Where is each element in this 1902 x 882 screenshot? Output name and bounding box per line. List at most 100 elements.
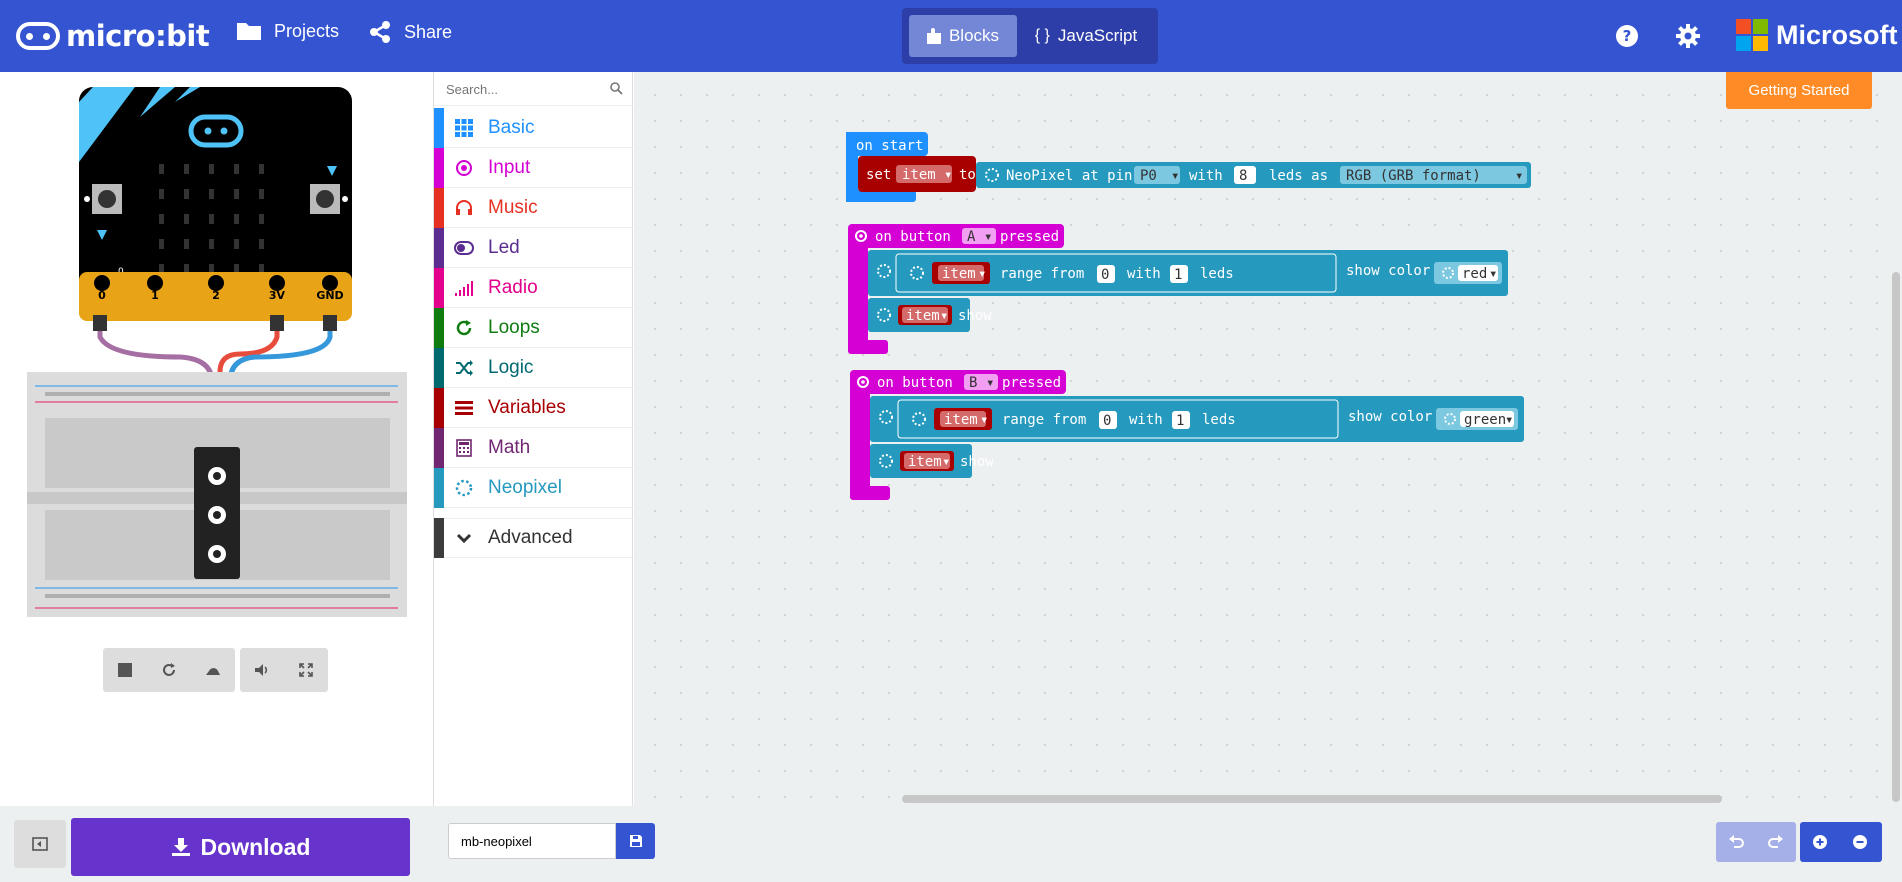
blocks-tab-label: Blocks bbox=[948, 26, 1000, 45]
button-b-dropdown[interactable]: B bbox=[969, 375, 977, 391]
zoom-out-button[interactable] bbox=[1840, 822, 1880, 862]
restart-button[interactable] bbox=[147, 648, 191, 692]
slow-mo-button[interactable] bbox=[191, 648, 235, 692]
simulator-controls bbox=[103, 648, 235, 692]
category-label: Neopixel bbox=[488, 476, 562, 498]
microsoft-label: Microsoft bbox=[1776, 19, 1898, 50]
on-button-b-block[interactable]: on button B ▾ pressed item ▾ range from … bbox=[850, 370, 1524, 500]
blocks-tab[interactable]: Blocks bbox=[909, 15, 1017, 57]
range-count-input[interactable]: 1 bbox=[1176, 413, 1184, 429]
folder-icon bbox=[237, 23, 261, 40]
redo-button[interactable] bbox=[1756, 822, 1796, 862]
category-variables[interactable]: Variables bbox=[434, 387, 633, 428]
on-start-block[interactable]: on start set item ▾ to NeoPixel at pin P… bbox=[846, 132, 1531, 202]
category-label: Input bbox=[488, 156, 531, 178]
getting-started-button[interactable]: Getting Started bbox=[1726, 72, 1872, 109]
on-button-label: on button bbox=[877, 375, 953, 391]
range-var-dropdown[interactable]: item bbox=[942, 266, 976, 282]
button-a-dropdown[interactable]: A bbox=[967, 229, 976, 245]
category-basic[interactable]: Basic bbox=[434, 107, 633, 148]
share-button[interactable]: Share bbox=[368, 20, 452, 44]
range-count-input[interactable]: 1 bbox=[1174, 267, 1182, 283]
category-advanced[interactable]: Advanced bbox=[434, 518, 633, 558]
category-color-bar bbox=[434, 467, 444, 508]
to-label: to bbox=[959, 167, 976, 183]
horizontal-scrollbar[interactable] bbox=[902, 795, 1722, 803]
category-color-bar bbox=[434, 227, 444, 268]
undo-icon bbox=[1729, 835, 1744, 848]
undo-button[interactable] bbox=[1716, 822, 1756, 862]
category-led[interactable]: Led bbox=[434, 227, 633, 268]
category-color-bar bbox=[434, 518, 444, 558]
pin-gnd-label: GND bbox=[316, 289, 343, 302]
project-name-input[interactable] bbox=[448, 823, 616, 859]
share-label: Share bbox=[404, 21, 453, 42]
show-label: show bbox=[960, 454, 994, 470]
neopixel-icon bbox=[985, 168, 999, 182]
pressed-label: pressed bbox=[1000, 229, 1059, 245]
snail-icon bbox=[206, 668, 220, 675]
projects-label: Projects bbox=[274, 20, 340, 41]
category-input[interactable]: Input bbox=[434, 147, 633, 188]
pressed-label: pressed bbox=[1002, 375, 1061, 391]
header-bar: micro:bit Projects Share Blocks { } Java… bbox=[0, 0, 1902, 72]
microbit-simulator[interactable]: 0 0 1 2 3V GND bbox=[0, 72, 433, 632]
dropdown-arrow-icon: ▾ bbox=[942, 454, 950, 470]
show-var-dropdown[interactable]: item bbox=[906, 308, 940, 324]
javascript-tab-label: JavaScript bbox=[1057, 26, 1138, 45]
range-from-input[interactable]: 0 bbox=[1103, 413, 1111, 429]
dropdown-arrow-icon: ▾ bbox=[980, 412, 988, 428]
range-from-input[interactable]: 0 bbox=[1101, 267, 1109, 283]
projects-button[interactable]: Projects bbox=[236, 20, 339, 42]
neopixel-icon bbox=[879, 410, 893, 424]
gear-icon[interactable] bbox=[1676, 24, 1700, 48]
search-icon[interactable] bbox=[610, 82, 623, 95]
dropdown-arrow-icon: ▾ bbox=[986, 375, 994, 391]
javascript-tab[interactable]: { } JavaScript bbox=[1022, 15, 1150, 57]
category-music[interactable]: Music bbox=[434, 187, 633, 228]
editor-mode-toggle: Blocks { } JavaScript bbox=[902, 8, 1158, 64]
collapse-simulator-button[interactable] bbox=[14, 820, 66, 868]
mode-dropdown[interactable]: RGB (GRB format) bbox=[1346, 168, 1481, 184]
app-name: micro:bit bbox=[66, 19, 210, 53]
neopixel-icon bbox=[454, 478, 474, 498]
category-label: Variables bbox=[488, 396, 566, 418]
help-icon[interactable]: ? bbox=[1615, 24, 1639, 48]
with-label: with bbox=[1127, 266, 1161, 282]
category-radio[interactable]: Radio bbox=[434, 267, 633, 308]
category-color-bar bbox=[434, 267, 444, 308]
microsoft-logo[interactable]: Microsoft bbox=[1736, 19, 1898, 51]
leds-label: leds bbox=[1200, 266, 1234, 282]
vertical-scrollbar[interactable] bbox=[1892, 272, 1900, 802]
signal-icon bbox=[454, 278, 474, 298]
fullscreen-button[interactable] bbox=[284, 648, 328, 692]
category-math[interactable]: Math bbox=[434, 427, 633, 468]
save-button[interactable] bbox=[616, 823, 655, 859]
download-button[interactable]: Download bbox=[71, 818, 410, 876]
neopixel-icon bbox=[877, 308, 891, 322]
zoom-in-button[interactable] bbox=[1800, 822, 1840, 862]
category-loops[interactable]: Loops bbox=[434, 307, 633, 348]
range-var-dropdown[interactable]: item bbox=[944, 412, 978, 428]
blocks-workspace[interactable]: Getting Started on start set item ▾ to N… bbox=[634, 72, 1902, 806]
microbit-logo[interactable]: micro:bit bbox=[16, 16, 210, 56]
neopixel-icon bbox=[1444, 413, 1456, 425]
headphones-icon bbox=[454, 198, 474, 218]
on-button-a-block[interactable]: on button A ▾ pressed item ▾ range from … bbox=[848, 224, 1508, 354]
mute-button[interactable] bbox=[240, 648, 284, 692]
category-label: Advanced bbox=[488, 527, 573, 548]
leds-count-input[interactable]: 8 bbox=[1239, 168, 1247, 184]
show-var-dropdown[interactable]: item bbox=[908, 454, 942, 470]
category-label: Music bbox=[488, 196, 538, 218]
category-neopixel[interactable]: Neopixel bbox=[434, 467, 633, 508]
category-logic[interactable]: Logic bbox=[434, 347, 633, 388]
editor-footer: Download bbox=[0, 806, 1902, 882]
category-color-bar bbox=[434, 147, 444, 188]
search-input[interactable] bbox=[446, 78, 596, 100]
set-var-dropdown[interactable]: item bbox=[902, 167, 936, 183]
color-dropdown[interactable]: green bbox=[1464, 412, 1506, 428]
pin-dropdown[interactable]: P0 bbox=[1140, 168, 1157, 184]
stop-button[interactable] bbox=[103, 648, 147, 692]
color-dropdown[interactable]: red bbox=[1462, 266, 1487, 282]
with-label: with bbox=[1189, 168, 1223, 184]
